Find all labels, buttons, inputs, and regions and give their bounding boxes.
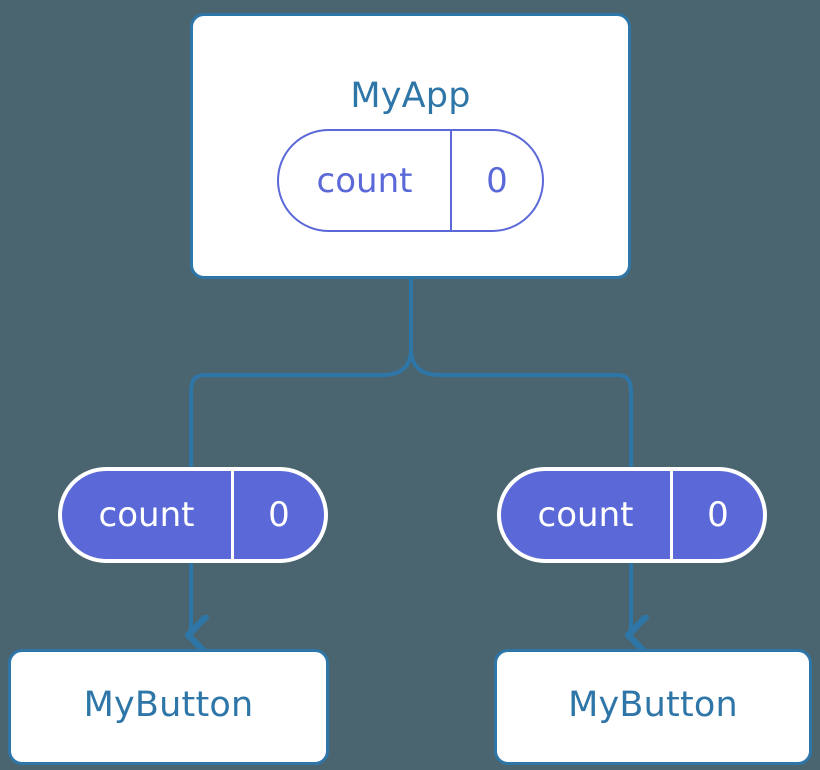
state-pill-root-key: count <box>279 131 452 230</box>
state-pill-root[interactable]: count 0 <box>277 129 544 232</box>
component-title-mybutton-left: MyButton <box>83 685 254 725</box>
prop-pill-right-value: 0 <box>707 495 729 535</box>
edge-branch-left <box>189 346 413 468</box>
edge-branch-right <box>409 346 633 468</box>
prop-pill-right[interactable]: count 0 <box>497 467 767 563</box>
state-pill-root-value: 0 <box>486 160 508 201</box>
component-box-mybutton-right[interactable]: MyButton <box>494 649 812 765</box>
prop-pill-left[interactable]: count 0 <box>58 467 328 563</box>
component-box-mybutton-left[interactable]: MyButton <box>8 649 329 765</box>
component-title-mybutton-right: MyButton <box>568 685 738 725</box>
component-title-myapp: MyApp <box>350 76 471 116</box>
prop-pill-left-value: 0 <box>268 495 290 535</box>
prop-pill-right-key: count <box>501 471 673 559</box>
prop-pill-left-key: count <box>62 471 234 559</box>
